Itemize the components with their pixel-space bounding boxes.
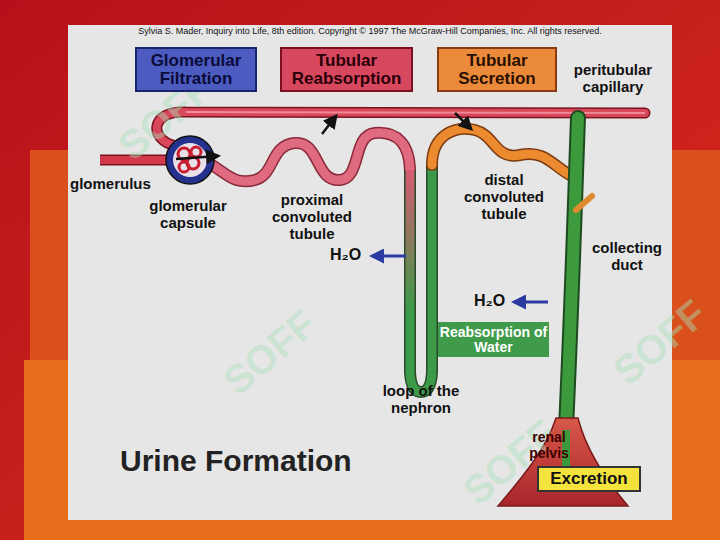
copyright-note: Sylvia S. Mader, Inquiry into Life, 8th …: [80, 26, 660, 36]
part-label: peritubular capillary: [556, 62, 670, 96]
part-label: collecting duct: [584, 240, 670, 274]
diagram-title: Urine Formation: [120, 444, 352, 478]
water-arrow: [372, 255, 406, 258]
vessel-outline: [100, 155, 170, 166]
proximal-tubule: [212, 133, 410, 182]
watermark: SOFF: [202, 290, 338, 414]
renal-pelvis: [498, 418, 628, 506]
part-label: glomerulus: [70, 176, 170, 193]
process-box: Reabsorption of Water: [438, 322, 549, 357]
secretion-arrow: [455, 113, 471, 129]
process-box: Tubular Secretion: [437, 47, 557, 92]
distal-tubule: [432, 129, 570, 175]
box-text: Glomerular Filtration: [137, 52, 255, 88]
part-label: loop of the nephron: [366, 383, 476, 417]
process-box: Tubular Reabsorption: [280, 47, 413, 92]
part-label: distal convoluted tubule: [450, 172, 558, 222]
box-text: Excretion: [550, 470, 627, 488]
process-box: Glomerular Filtration: [135, 47, 257, 92]
afferent-vessel: [100, 156, 170, 164]
duct-end: [562, 430, 570, 470]
glomerulus: [191, 147, 201, 157]
part-label: glomerular capsule: [128, 198, 248, 232]
glomerulus: [179, 162, 189, 172]
water-label: H₂O: [474, 292, 514, 310]
collecting-duct: [566, 118, 578, 428]
duct-outline: [566, 118, 578, 428]
water-label: H₂O: [330, 246, 370, 264]
box-text: Tubular Reabsorption: [282, 52, 411, 88]
glomerular-capsule: [166, 136, 214, 184]
box-text: Tubular Secretion: [439, 52, 555, 88]
watermark: SOFF: [442, 400, 578, 524]
box-text: Reabsorption of Water: [438, 325, 549, 354]
part-label: renal pelvis: [512, 430, 586, 461]
tubule-outline: [432, 129, 570, 175]
water-arrow: [514, 301, 548, 304]
process-box: Excretion: [537, 466, 641, 492]
reabsorption-arrow: [322, 116, 336, 134]
watermark: SOFF: [600, 287, 720, 398]
tubule-outline: [212, 133, 410, 182]
ascending-limb: [428, 160, 437, 372]
filtration-arrow: [176, 156, 218, 159]
duct-branch: [576, 196, 592, 210]
panel: [68, 25, 672, 520]
part-label: proximal convoluted tubule: [262, 192, 362, 242]
